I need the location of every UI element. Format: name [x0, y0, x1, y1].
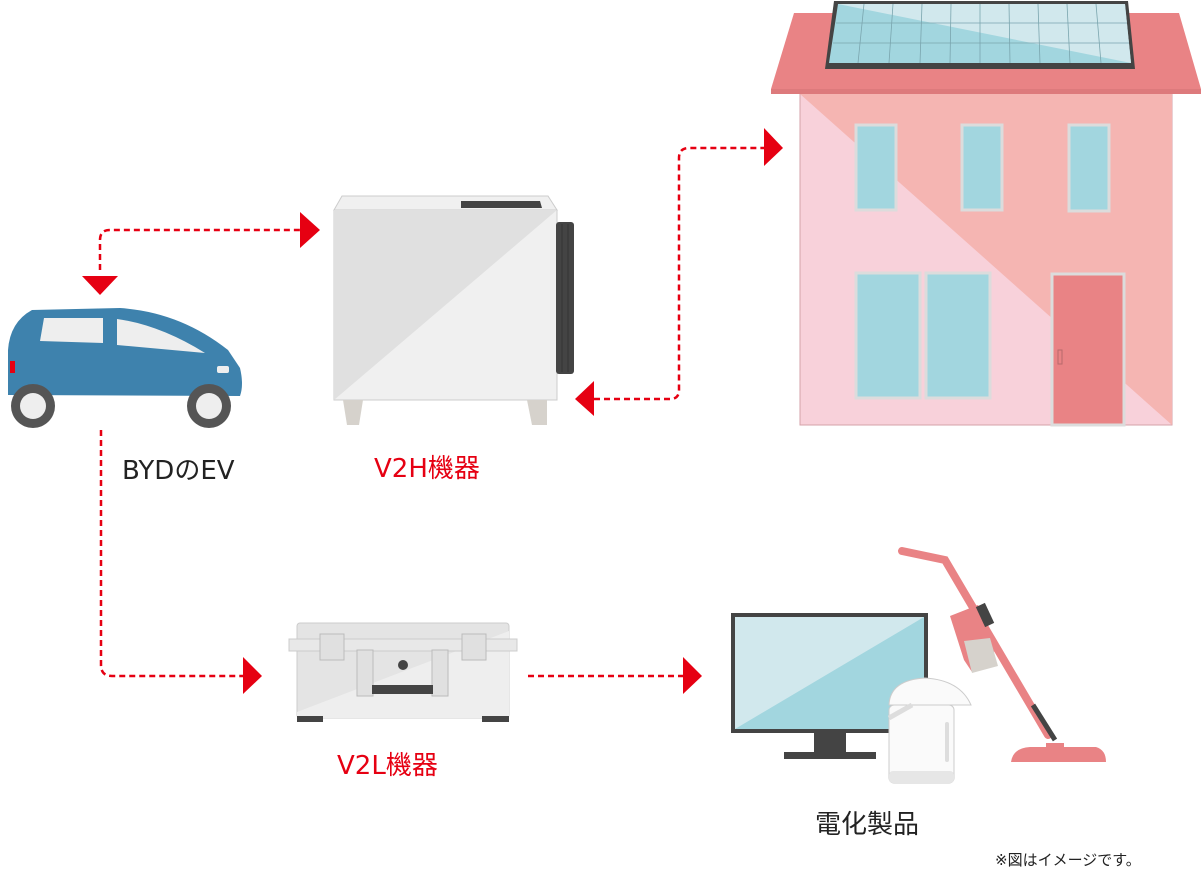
house-with-solar-panel-icon: [771, 1, 1201, 427]
v2h-unit-icon: [333, 195, 574, 425]
arrowhead-to-appliances: [683, 657, 702, 694]
arrowhead-to-v2h-back: [575, 381, 594, 416]
arrowhead-to-house: [764, 128, 783, 166]
vacuum-cleaner-icon: [898, 547, 1106, 762]
disclaimer-note: ※図はイメージです。: [995, 851, 1141, 869]
arrowhead-to-v2l: [243, 657, 262, 694]
monitor-icon: [731, 613, 928, 759]
appliances-label: 電化製品: [815, 810, 920, 840]
v2l-label: V2L機器: [337, 751, 438, 781]
arrowhead-to-ev: [82, 276, 118, 295]
car-icon: [8, 308, 242, 428]
arrowhead-to-v2h: [300, 212, 320, 248]
electric-pot-icon: [887, 677, 972, 784]
ev-label: BYDのEV: [122, 456, 235, 486]
appliances-icon: [731, 547, 1106, 784]
arrow-ev-v2l: [99, 430, 244, 678]
v2l-case-icon: [288, 622, 518, 722]
v2h-label: V2H機器: [374, 454, 480, 484]
arrow-ev-v2h: [98, 228, 302, 270]
arrow-v2h-house: [594, 146, 766, 401]
